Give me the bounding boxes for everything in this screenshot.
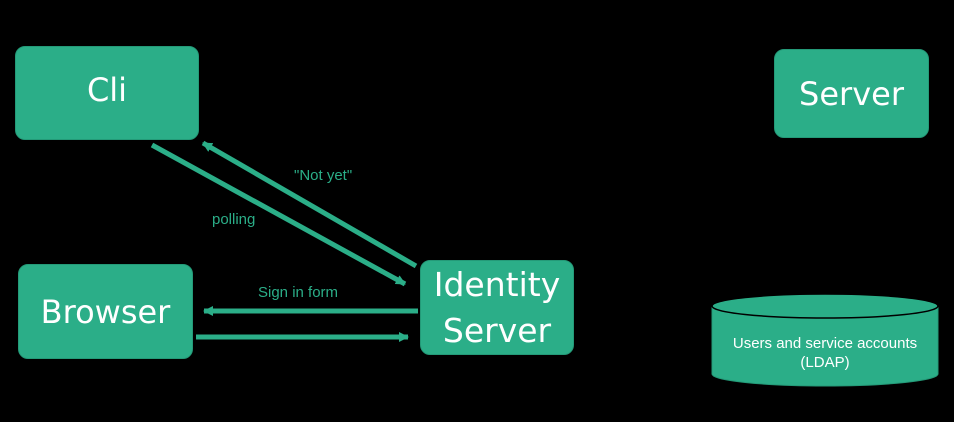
server-node: Server bbox=[774, 49, 929, 138]
identity-server-node: Identity Server bbox=[420, 260, 574, 355]
browser-label: Browser bbox=[40, 292, 171, 331]
server-label: Server bbox=[799, 74, 904, 113]
ldap-database-cylinder bbox=[711, 293, 939, 387]
edge-label-sign-in-form: Sign in form bbox=[258, 284, 339, 301]
user-store-label: Users and service accounts bbox=[732, 335, 918, 352]
edge-label-polling: polling bbox=[212, 211, 256, 228]
arrow-polling bbox=[150, 142, 407, 287]
identity-server-label: Identity Server bbox=[433, 264, 561, 350]
edge-label-not-yet: "Not yet" bbox=[294, 167, 353, 184]
ldap-database-label: Users and service accounts (LDAP) bbox=[712, 334, 938, 372]
cli-label: Cli bbox=[86, 71, 128, 109]
cli-node: Cli bbox=[15, 46, 199, 140]
user-store-sublabel: (LDAP) bbox=[800, 354, 850, 371]
arrow-not-yet bbox=[201, 140, 418, 269]
browser-node: Browser bbox=[18, 264, 193, 359]
